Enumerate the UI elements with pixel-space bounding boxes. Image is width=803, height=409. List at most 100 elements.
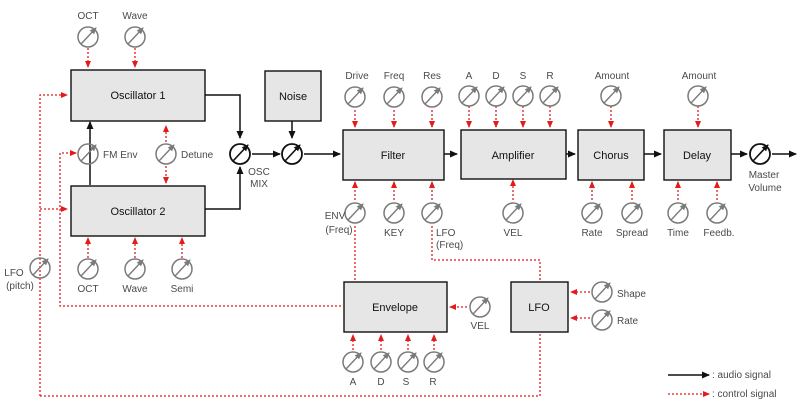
osc-mix-label-2: MIX	[250, 179, 268, 190]
chorus-label: Chorus	[593, 150, 629, 162]
knob-key[interactable]: KEY	[383, 202, 405, 239]
env-r-label: R	[429, 377, 436, 388]
knob-osc2-wave[interactable]: Wave	[122, 258, 148, 295]
env-freq-label-1: ENV	[325, 211, 346, 222]
osc2-wave-label: Wave	[122, 284, 148, 295]
block-lfo: LFO	[510, 281, 569, 333]
knob-delay-time[interactable]: Time	[667, 202, 689, 239]
knob-master-volume[interactable]: Master Volume	[748, 143, 782, 194]
knob-lfo-pitch[interactable]: LFO (pitch)	[4, 257, 51, 292]
res-label: Res	[423, 71, 441, 82]
lfo-label: LFO	[528, 302, 550, 314]
osc1-wave-label: Wave	[122, 11, 148, 22]
knob-lfo-shape[interactable]: Shape	[591, 281, 646, 303]
audio-connections	[86, 94, 797, 210]
knob-osc1-wave[interactable]: Wave	[122, 11, 148, 48]
knob-env-d[interactable]: D	[370, 351, 392, 388]
knob-delay-amount[interactable]: Amount	[682, 71, 717, 107]
osc1-to-mix-wire	[205, 94, 244, 139]
knob-amp-vel[interactable]: VEL	[502, 202, 524, 239]
block-oscillator-2: Oscillator 2	[70, 185, 206, 237]
knob-drive[interactable]: Drive	[344, 71, 369, 108]
env-to-fm-ctrl	[59, 150, 341, 307]
lfo-freq-label-1: LFO	[436, 228, 456, 239]
osc2-to-mix-wire	[205, 166, 244, 210]
knob-env-freq[interactable]: ENV (Freq)	[325, 202, 366, 236]
lfo-freq-label-2: (Freq)	[436, 240, 463, 251]
amplifier-label: Amplifier	[492, 150, 535, 162]
delay-label: Delay	[683, 150, 712, 162]
amp-vel-label: VEL	[504, 228, 523, 239]
env-d-label: D	[377, 377, 384, 388]
delay-amount-label: Amount	[682, 71, 717, 82]
env-a-label: A	[350, 377, 357, 388]
knob-osc2-semi[interactable]: Semi	[171, 258, 194, 295]
knob-freq[interactable]: Freq	[383, 71, 405, 108]
delay-time-label: Time	[667, 228, 689, 239]
block-envelope: Envelope	[343, 281, 448, 333]
knob-amp-a[interactable]: A	[458, 71, 480, 107]
chorus-spread-label: Spread	[616, 228, 648, 239]
block-delay: Delay	[663, 129, 732, 181]
detune-label: Detune	[181, 150, 214, 161]
env-freq-label-2: (Freq)	[325, 225, 352, 236]
block-chorus: Chorus	[577, 129, 645, 181]
key-label: KEY	[384, 228, 404, 239]
amp-s-label: S	[520, 71, 527, 82]
amp-d-label: D	[492, 71, 499, 82]
block-filter: Filter	[342, 129, 445, 181]
env-vel-label: VEL	[471, 321, 490, 332]
knob-res[interactable]: Res	[421, 71, 443, 108]
master-label-2: Volume	[748, 183, 782, 194]
knob-detune[interactable]: Detune	[155, 143, 214, 165]
chorus-rate-label: Rate	[581, 228, 603, 239]
osc1-oct-label: OCT	[77, 11, 98, 22]
knob-lfo-freq[interactable]: LFO (Freq)	[421, 202, 463, 251]
master-label-1: Master	[749, 170, 780, 181]
knob-amp-d[interactable]: D	[485, 71, 507, 107]
lfo-pitch-label-1: LFO	[4, 268, 24, 279]
amp-r-label: R	[546, 71, 553, 82]
lfo-pitch-from-lfo-ctrl	[40, 334, 541, 397]
drive-label: Drive	[345, 71, 369, 82]
block-oscillator-1: Oscillator 1	[70, 69, 206, 122]
lfo-pitch-to-osc1-ctrl	[39, 92, 68, 396]
osc-mix-label-1: OSC	[248, 167, 270, 178]
noise-label: Noise	[279, 91, 307, 103]
knob-fm-env[interactable]: FM Env	[77, 143, 137, 165]
osc2-oct-label: OCT	[77, 284, 98, 295]
amp-a-label: A	[466, 71, 473, 82]
filter-label: Filter	[381, 150, 406, 162]
knob-env-s[interactable]: S	[397, 351, 419, 388]
oscillator-1-label: Oscillator 1	[110, 90, 165, 102]
knob-amp-s[interactable]: S	[512, 71, 534, 107]
block-noise: Noise	[264, 70, 322, 122]
knob-chorus-amount[interactable]: Amount	[595, 71, 630, 107]
knob-env-a[interactable]: A	[342, 351, 364, 388]
knob-delay-feedback[interactable]: Feedb.	[703, 202, 735, 239]
block-amplifier: Amplifier	[460, 129, 567, 180]
envelope-label: Envelope	[372, 302, 418, 314]
knob-osc1-oct[interactable]: OCT	[77, 11, 99, 48]
fm-env-label: FM Env	[103, 150, 137, 161]
knob-chorus-spread[interactable]: Spread	[616, 202, 648, 239]
knob-env-r[interactable]: R	[423, 351, 445, 388]
lfo-pitch-label-2: (pitch)	[6, 281, 34, 292]
delay-feedback-label: Feedb.	[703, 228, 734, 239]
control-connections	[39, 48, 720, 397]
knob-noise-level[interactable]	[281, 143, 303, 165]
knob-chorus-rate[interactable]: Rate	[581, 202, 603, 239]
freq-label: Freq	[384, 71, 405, 82]
knob-osc-mix[interactable]: OSC MIX	[229, 143, 270, 190]
knob-amp-r[interactable]: R	[539, 71, 561, 107]
chorus-amount-label: Amount	[595, 71, 630, 82]
legend-audio-label: : audio signal	[712, 370, 771, 381]
knob-lfo-rate[interactable]: Rate	[591, 309, 639, 331]
env-s-label: S	[403, 377, 410, 388]
legend: : audio signal : control signal	[668, 370, 776, 400]
osc2-semi-label: Semi	[171, 284, 194, 295]
knob-env-vel[interactable]: VEL	[469, 296, 491, 332]
oscillator-2-label: Oscillator 2	[110, 206, 165, 218]
knob-osc2-oct[interactable]: OCT	[77, 258, 99, 295]
